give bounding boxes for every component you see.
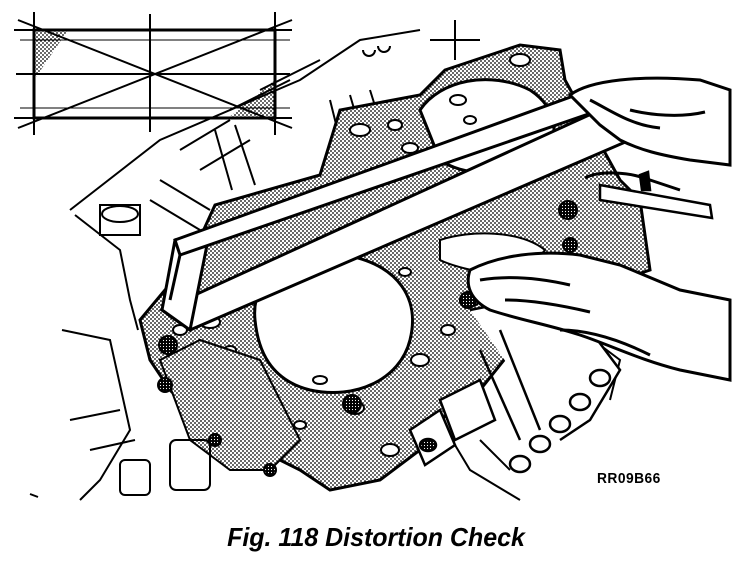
block-details-icon bbox=[119, 338, 302, 496]
engine-block-icon bbox=[61, 20, 622, 501]
distortion-check-illustration bbox=[14, 12, 732, 501]
reference-code: RR09B66 bbox=[597, 470, 661, 487]
figure-caption: Fig. 118 Distortion Check bbox=[227, 522, 525, 552]
feeler-gauge-icon bbox=[598, 170, 714, 220]
flatness-check-pattern-icon bbox=[14, 12, 293, 135]
straightedge-icon bbox=[159, 88, 643, 333]
hand-icon bbox=[466, 76, 732, 382]
